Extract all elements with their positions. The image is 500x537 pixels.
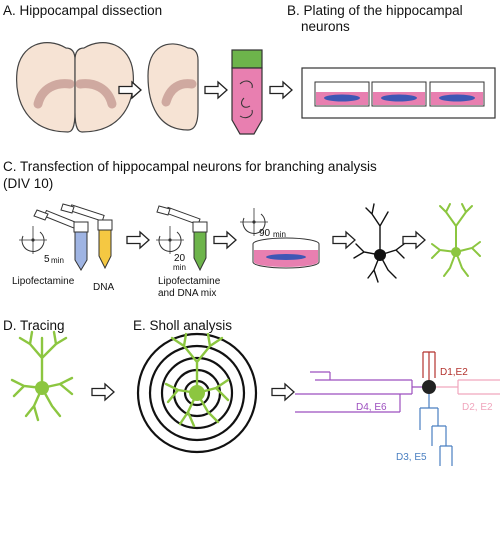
timer-3-value: 90 <box>259 228 271 239</box>
label-purple-branch: D4, E6 <box>356 402 387 413</box>
panel-b-title-line2: neurons <box>301 19 350 34</box>
panel-e: E. Sholl analysis <box>133 318 500 466</box>
tube-icon <box>73 221 89 271</box>
timer-icon <box>155 225 185 255</box>
petri-dish-icon <box>252 237 320 269</box>
lipofectamine-label: Lipofectamine <box>12 276 75 287</box>
label-red-branch: D1,E2 <box>440 367 468 378</box>
arrow-icon <box>91 383 115 401</box>
dendrogram <box>295 351 500 466</box>
label-blue-branch: D3, E5 <box>396 452 427 463</box>
petri-dish-icon <box>314 81 370 107</box>
panel-b: B. Plating of the hippocampal neurons <box>287 3 496 119</box>
panel-b-title-line1: B. Plating of the hippocampal <box>287 3 463 18</box>
arrow-icon <box>126 231 150 249</box>
arrow-icon <box>213 231 237 249</box>
panel-d: D. Tracing <box>3 318 115 422</box>
pipette-icon <box>60 203 105 222</box>
petri-dish-icon <box>371 81 427 107</box>
arrow-icon <box>271 383 295 401</box>
arrow-icon <box>402 231 426 249</box>
dna-label: DNA <box>93 282 114 293</box>
panel-c-title-line1: C. Transfection of hippocampal neurons f… <box>3 159 377 174</box>
petri-dish-icon <box>429 81 485 107</box>
mix-label-line2: and DNA mix <box>158 288 216 299</box>
timer-1-unit: min <box>51 256 64 265</box>
pipette-icon <box>33 209 81 231</box>
tube-icon <box>97 219 113 270</box>
pipette-icon <box>156 205 201 226</box>
arrow-icon <box>269 81 293 99</box>
timer-1-value: 5 <box>44 254 50 265</box>
traced-neuron-icon <box>10 330 74 422</box>
panel-d-title: D. Tracing <box>3 318 65 333</box>
panel-a: A. Hippocampal dissection <box>3 3 293 135</box>
neuron-icon <box>431 203 481 277</box>
half-brain-icon <box>147 43 199 131</box>
panel-c-title-line2: (DIV 10) <box>3 176 53 191</box>
arrow-icon <box>204 81 228 99</box>
timer-2-unit: min <box>173 263 186 272</box>
timer-3-unit: min <box>273 230 286 239</box>
tube-icon <box>231 49 263 135</box>
panel-e-title: E. Sholl analysis <box>133 318 232 333</box>
label-pink-branch: D2, E2 <box>462 402 493 413</box>
panel-c: C. Transfection of hippocampal neurons f… <box>3 159 481 299</box>
timer-2-value: 20 <box>174 253 186 264</box>
neuron-icon <box>353 203 405 283</box>
arrow-icon <box>332 231 356 249</box>
sholl-neuron-icon <box>164 332 230 428</box>
panel-a-title: A. Hippocampal dissection <box>3 3 162 18</box>
sholl-circles <box>136 332 258 454</box>
tube-icon <box>192 221 208 272</box>
mix-label-line1: Lipofectamine <box>158 276 221 287</box>
whole-brain-icon <box>16 42 134 133</box>
timer-icon <box>18 225 48 255</box>
